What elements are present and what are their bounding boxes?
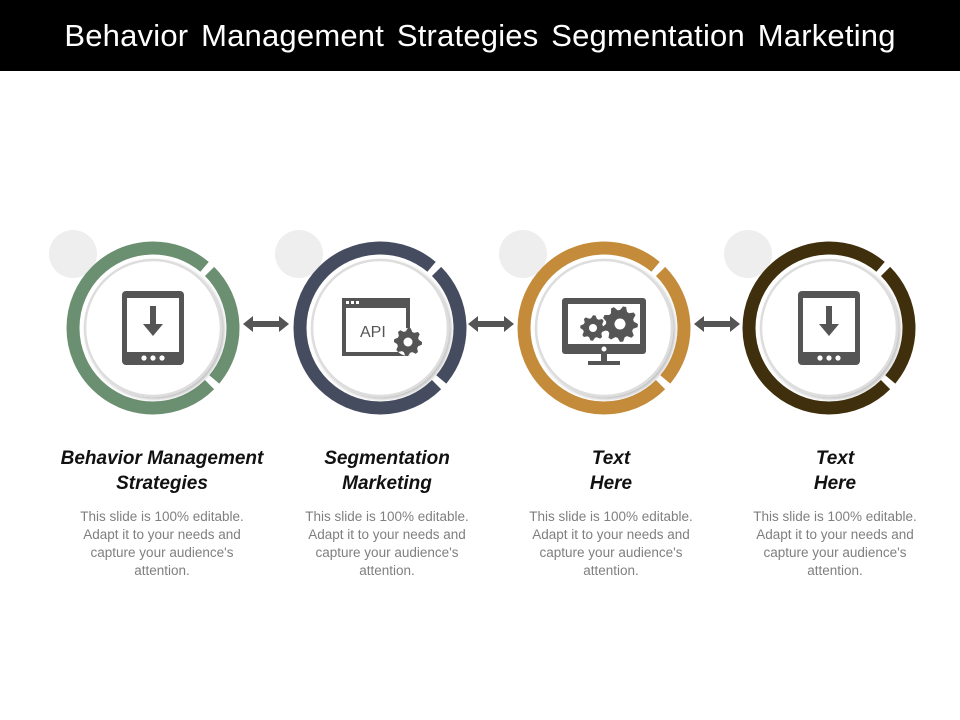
step-2-body: This slide is 100% editable. Adapt it to…: [305, 509, 469, 578]
step-4-heading-line-2: Here: [813, 473, 857, 494]
step-1-heading-line-2: Strategies: [116, 473, 208, 494]
step-1-body: This slide is 100% editable. Adapt it to…: [80, 509, 244, 578]
step-2-text: Segmentation Marketing This slide is 100…: [267, 446, 507, 580]
step-4-heading: Text Here: [715, 446, 955, 496]
title-bar: Behavior Management Strategies Segmentat…: [0, 0, 960, 71]
step-3-text: Text Here This slide is 100% editable. A…: [491, 446, 731, 580]
double-arrow-icon: [468, 316, 514, 332]
step-1-corner-dot: [49, 230, 97, 278]
step-4-ring: [742, 241, 916, 415]
double-arrow-icon: [694, 316, 740, 332]
api-gear-window-icon: API: [342, 298, 423, 357]
connector-3-4: [694, 316, 740, 332]
step-1-graphic: [49, 230, 240, 415]
step-2-heading-line-2: Marketing: [342, 473, 432, 494]
step-3-graphic: [499, 230, 691, 415]
step-2-heading: Segmentation Marketing: [267, 446, 507, 496]
step-3-corner-dot: [499, 230, 547, 278]
connector-1-2: [243, 316, 289, 332]
gear-hole: [614, 318, 626, 330]
step-4-heading-line-1: Text: [815, 448, 855, 469]
step-3-ring: [517, 241, 691, 415]
step-4-graphic: [724, 230, 916, 415]
step-3-heading: Text Here: [491, 446, 731, 496]
step-2-heading-line-1: Segmentation: [324, 448, 450, 469]
slide-title: Behavior Management Strategies Segmentat…: [64, 17, 896, 53]
double-arrow-icon: [243, 316, 289, 332]
connector-2-3: [468, 316, 514, 332]
step-4-corner-dot: [724, 230, 772, 278]
step-2-corner-dot: [275, 230, 323, 278]
step-4-text: Text Here This slide is 100% editable. A…: [715, 446, 955, 580]
step-2-graphic: API: [275, 230, 467, 415]
step-4-body: This slide is 100% editable. Adapt it to…: [753, 509, 917, 578]
api-icon-label: API: [360, 324, 386, 341]
gear-hole: [403, 337, 413, 347]
tablet-download-icon: [122, 291, 184, 365]
step-1-ring: [66, 241, 240, 415]
tablet-download-icon: [798, 291, 860, 365]
gear-hole: [589, 324, 597, 332]
step-3-body: This slide is 100% editable. Adapt it to…: [529, 509, 693, 578]
monitor-gears-icon: [562, 298, 646, 365]
step-3-heading-line-2: Here: [589, 473, 633, 494]
step-2-ring: [293, 241, 467, 415]
large-gear-icon: [602, 306, 638, 342]
step-1-text: Behavior Management Strategies This slid…: [42, 446, 282, 580]
step-3-heading-line-1: Text: [591, 448, 631, 469]
step-1-heading-line-1: Behavior Management: [60, 448, 264, 469]
small-gear-icon: [580, 315, 606, 341]
step-1-heading: Behavior Management Strategies: [42, 446, 282, 496]
gear-icon: [393, 327, 423, 357]
